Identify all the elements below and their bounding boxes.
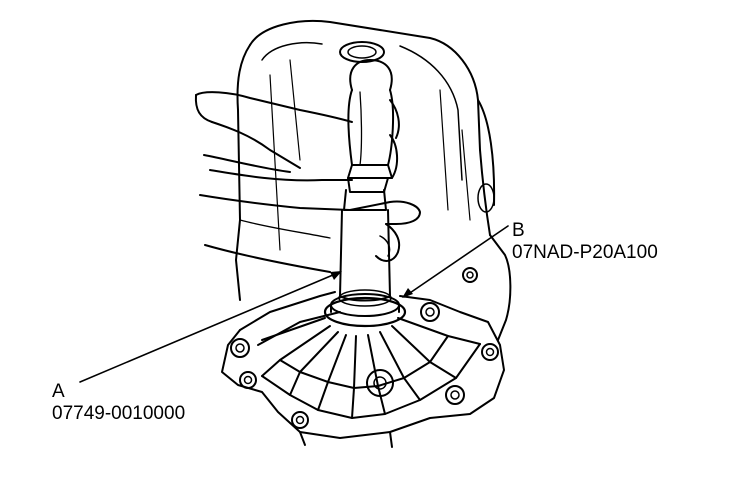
leader-arrow-b: [402, 288, 413, 298]
hammer: [347, 59, 395, 193]
leader-line-a: [79, 271, 341, 383]
callout-a: A 07749-0010000: [52, 381, 185, 425]
oil-seal: [323, 289, 407, 328]
callout-b-letter: B: [512, 220, 525, 241]
callout-b: B 07NAD-P20A100: [512, 220, 658, 264]
callout-a-letter: A: [52, 381, 65, 402]
upper-hand: [194, 91, 400, 182]
leader-arrow-a: [330, 271, 342, 280]
leader-line-b: [403, 225, 509, 298]
lower-hand: [199, 194, 421, 273]
transmission-housing: [235, 19, 512, 341]
callout-b-part-number: 07NAD-P20A100: [512, 242, 658, 263]
bearing-housing-flange: [221, 267, 505, 448]
callout-a-part-number: 07749-0010000: [52, 403, 186, 424]
